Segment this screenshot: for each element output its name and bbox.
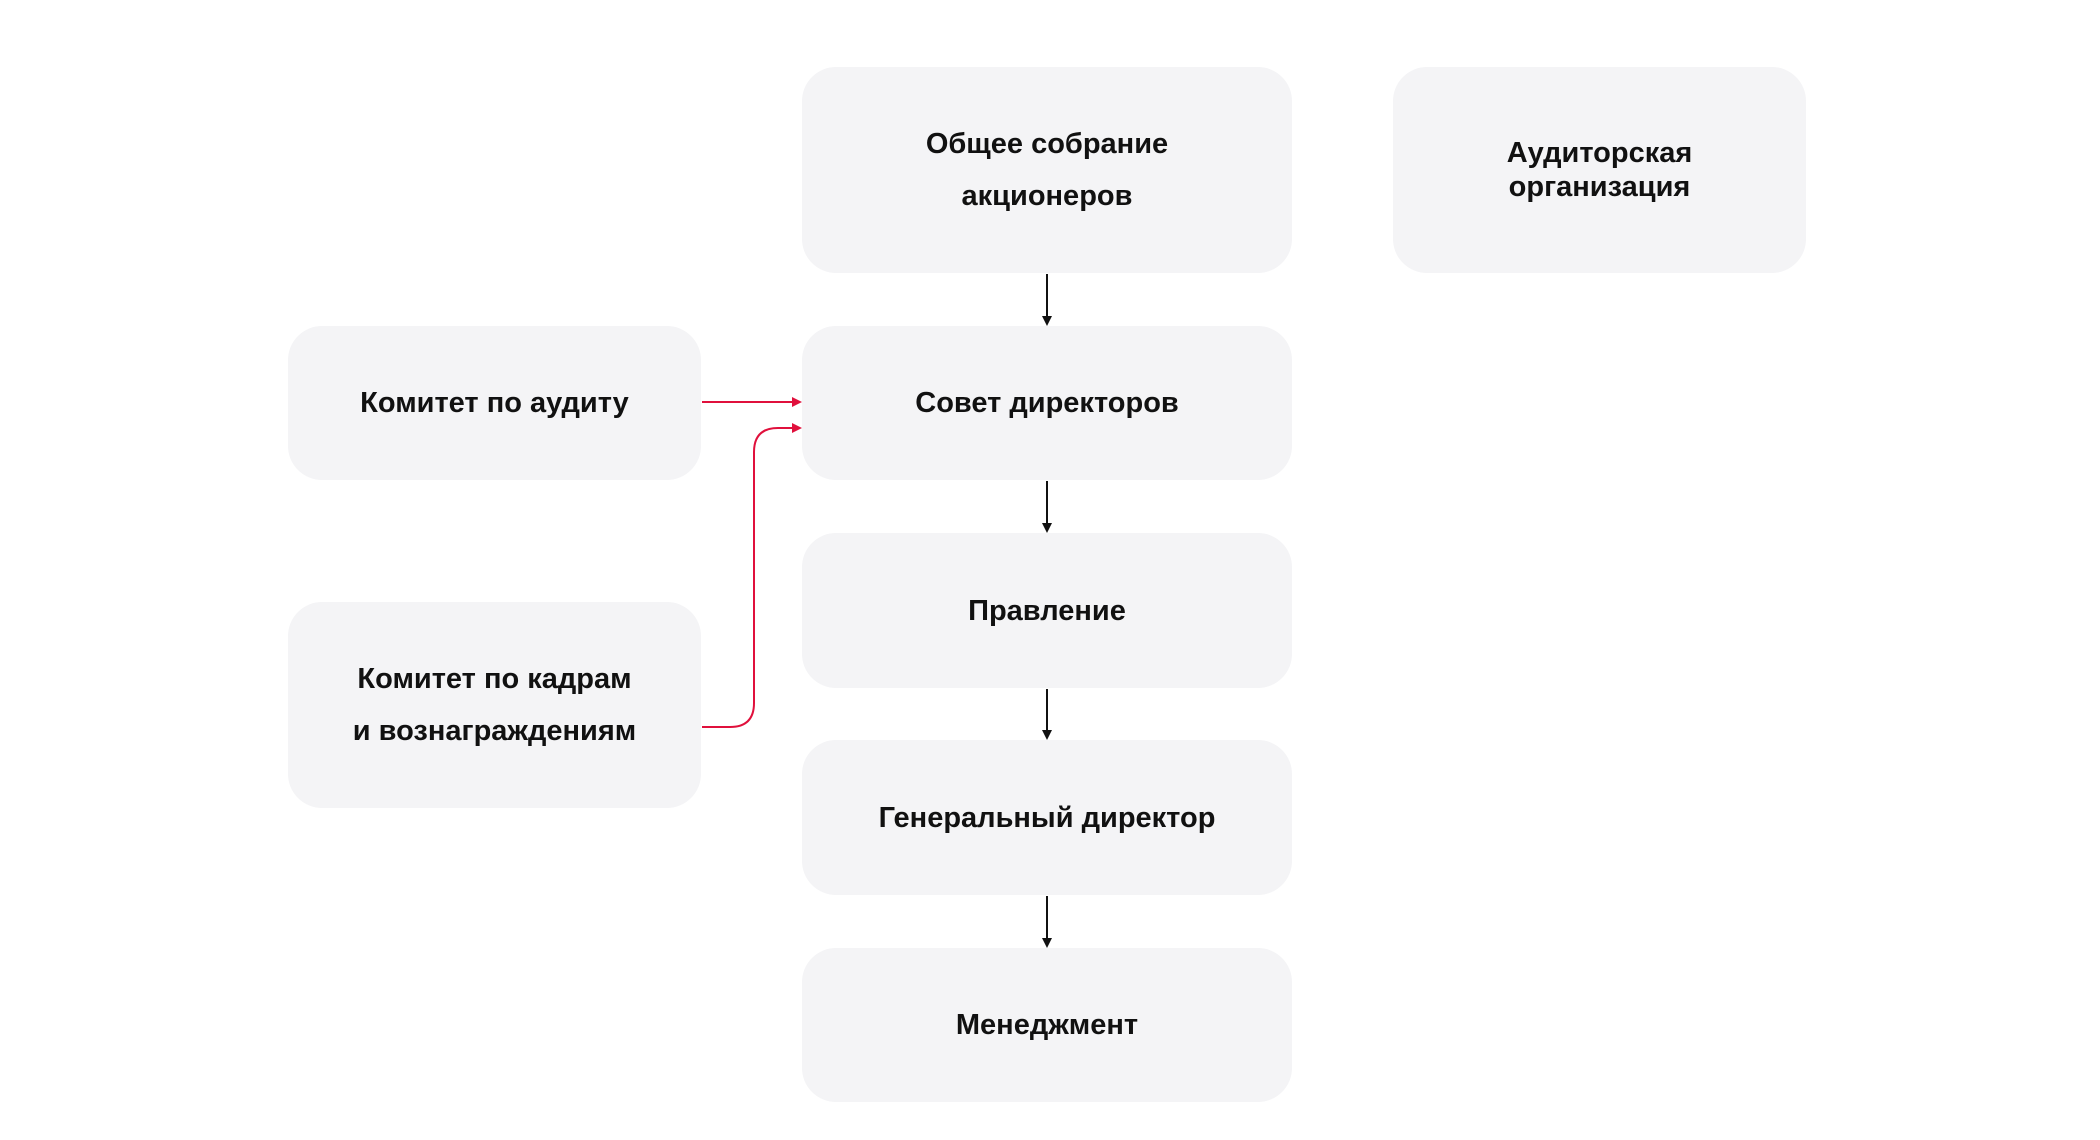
node-label: Совет директоров [915, 387, 1179, 419]
node-board-of-directors: Совет директоров [802, 326, 1292, 480]
node-label: Аудиторская [1506, 137, 1693, 169]
arrow-hr-committee-to-board [702, 423, 802, 728]
node-shareholders-meeting: Общее собрание акционеров [802, 67, 1292, 273]
node-label: организация [1508, 171, 1691, 203]
node-ceo: Генеральный директор [802, 740, 1292, 895]
node-label: Общее собрание [925, 128, 1169, 160]
node-label: акционеров [961, 180, 1133, 212]
node-label: Комитет по кадрам [357, 663, 632, 695]
node-audit-committee: Комитет по аудиту [288, 326, 701, 480]
node-label: Комитет по аудиту [360, 387, 629, 419]
node-management: Менеджмент [802, 948, 1292, 1102]
node-label: Генеральный директор [878, 801, 1216, 834]
node-hr-committee: Комитет по кадрам и вознаграждениям [288, 602, 701, 808]
node-management-board: Правление [802, 533, 1292, 688]
node-label: Правление [968, 594, 1126, 627]
node-label: и вознаграждениям [352, 715, 637, 747]
node-label: Менеджмент [955, 1009, 1139, 1041]
